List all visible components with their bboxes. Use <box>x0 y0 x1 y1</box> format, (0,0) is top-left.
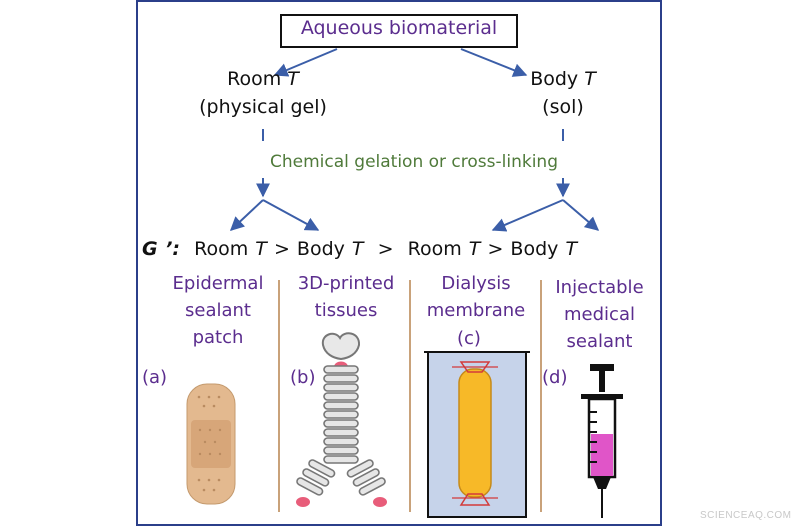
room-t-label: Room T <box>173 68 353 90</box>
app-d-line-1: Injectable <box>555 277 644 298</box>
right-fork-d <box>562 199 600 231</box>
room-word: Room <box>227 68 282 90</box>
temperature-var: T <box>287 68 299 90</box>
syringe-icon <box>581 364 623 518</box>
t-3: T <box>468 238 481 260</box>
gt-3: > <box>487 238 504 260</box>
chemical-gelation-label: Chemical gelation or cross-linking <box>270 152 558 172</box>
app-a-line-1: Epidermal <box>172 273 264 294</box>
arrow-to-room-t <box>273 48 338 77</box>
room-2: Room <box>407 238 462 260</box>
app-b-label: 3D-printed tissues <box>284 270 408 324</box>
t-4: T <box>565 238 578 260</box>
bandage-icon <box>186 383 236 505</box>
right-fork-c <box>491 199 564 232</box>
t-1: T <box>255 238 267 260</box>
app-c-label: Dialysis membrane <box>413 270 539 324</box>
app-d-tag: (d) <box>542 367 568 388</box>
title-box <box>280 14 518 48</box>
app-c-line-2: membrane <box>426 300 526 321</box>
temperature-var: T <box>584 68 596 90</box>
gt-2: > <box>377 238 394 260</box>
t-2: T <box>351 238 364 260</box>
diagram-frame: Aqueous biomaterial Room T (physical gel… <box>136 0 662 526</box>
room-1: Room <box>194 238 249 260</box>
body-word: Body <box>530 68 579 90</box>
dialysis-beaker-icon <box>424 351 530 518</box>
printed-trachea-icon <box>296 332 387 507</box>
app-b-line-2: tissues <box>314 300 378 321</box>
diagram-graphics <box>186 14 623 518</box>
gt-1: > <box>273 238 290 260</box>
arrow-to-body-t <box>460 48 528 77</box>
modulus-symbol: G ’: <box>142 238 181 260</box>
body-1: Body <box>296 238 345 260</box>
site-watermark: SCIENCEAQ.COM <box>700 510 792 521</box>
app-a-line-2: sealant <box>185 300 251 321</box>
app-b-line-1: 3D-printed <box>297 273 395 294</box>
app-b-tag: (b) <box>290 367 316 388</box>
app-d-line-2: medical <box>564 304 635 325</box>
body-t-label: Body T <box>478 68 648 90</box>
left-fork-a <box>229 199 264 231</box>
app-a-label: Epidermal sealant patch <box>158 270 278 351</box>
left-fork-b <box>262 199 320 231</box>
title-label: Aqueous biomaterial <box>300 17 498 39</box>
app-d-line-3: sealant <box>566 331 633 352</box>
app-a-line-3: patch <box>192 327 244 348</box>
app-c-tag: (c) <box>457 328 481 349</box>
app-a-tag: (a) <box>142 367 168 388</box>
app-c-line-1: Dialysis <box>441 273 511 294</box>
body-2: Body <box>510 238 559 260</box>
modulus-comparison: G ’: Room T > Body T > Room T > Body T <box>142 238 577 260</box>
app-d-label: Injectable medical sealant <box>541 274 658 355</box>
physical-gel-label: (physical gel) <box>199 96 327 118</box>
sol-label: (sol) <box>542 96 584 118</box>
